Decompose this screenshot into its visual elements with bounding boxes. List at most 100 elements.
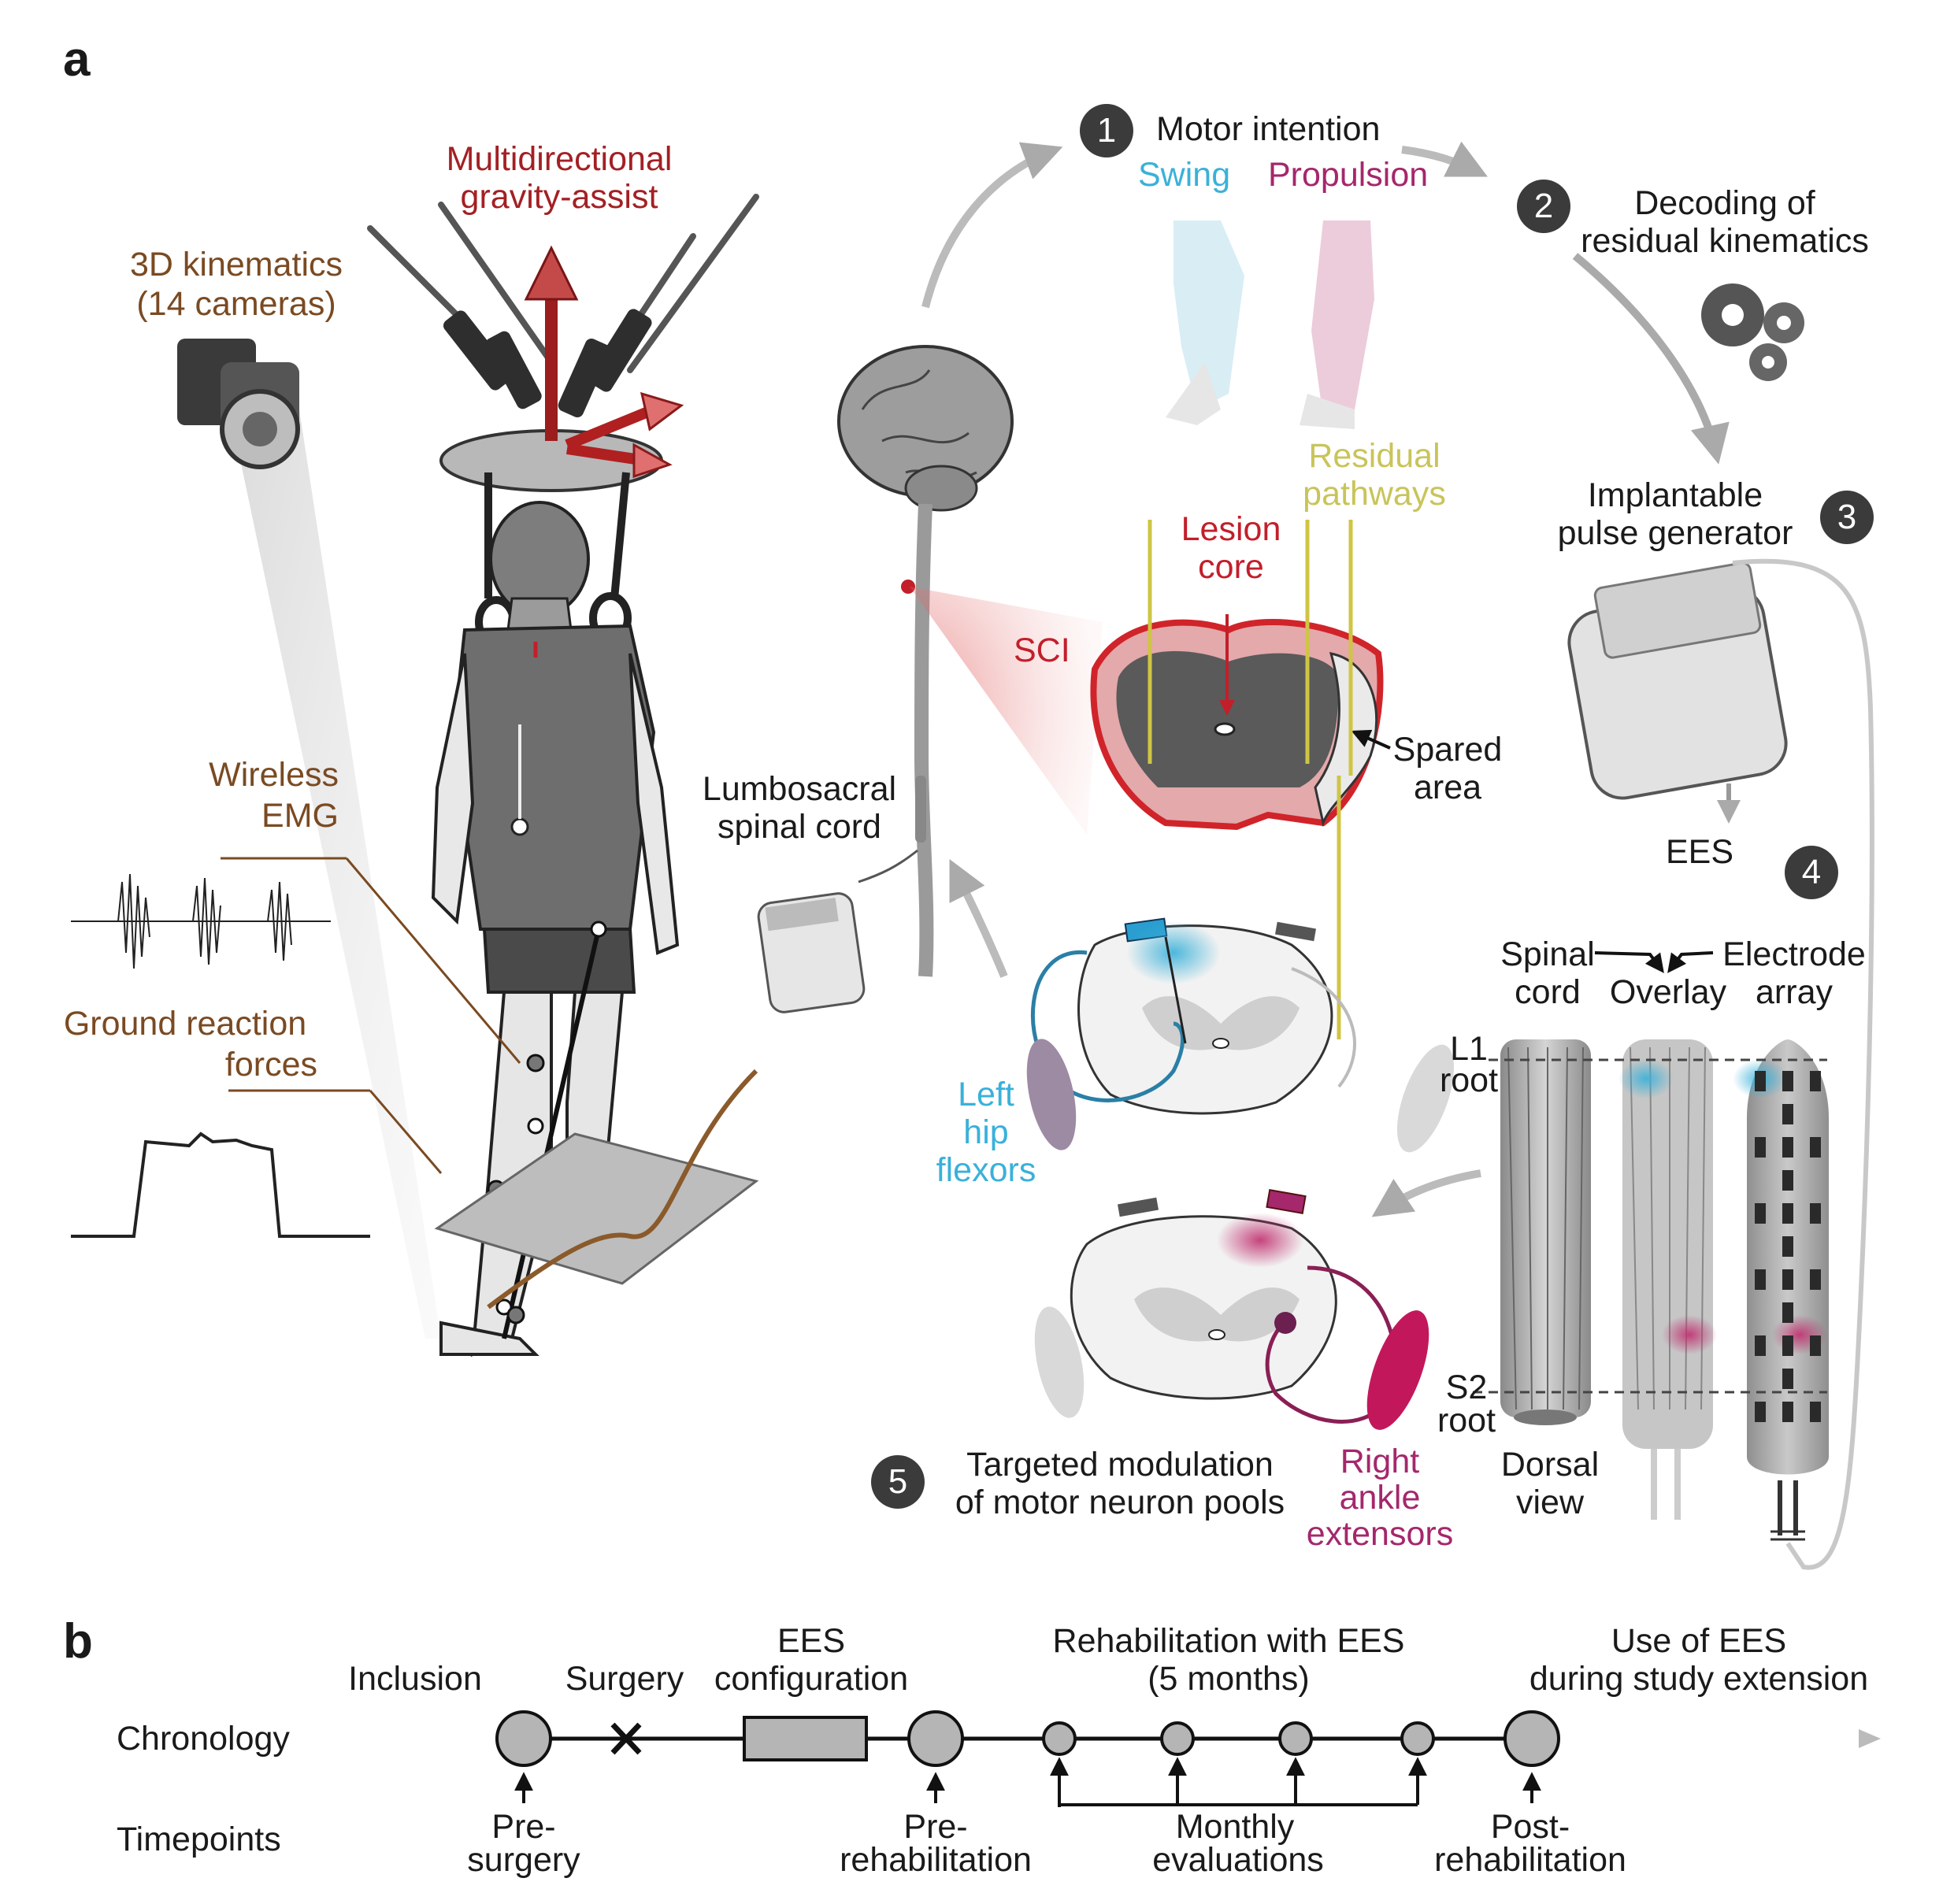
extension-label-1: Use of EES: [1611, 1622, 1787, 1660]
gravity-assist-arrows: [524, 245, 684, 479]
cable-winches: [443, 309, 652, 418]
electrode-contact: [1810, 1402, 1821, 1422]
dorsal-label-2: view: [1515, 1484, 1585, 1521]
overlay-arrow-left: [1594, 951, 1664, 973]
electrode-contact: [1782, 1104, 1793, 1124]
residual-pathways-lines: [1148, 520, 1353, 1039]
l1-label-2: root: [1439, 1061, 1499, 1099]
spinal-cord-dorsal-view: [1500, 1039, 1591, 1425]
cycle-arrow-2-3: [1572, 253, 1730, 465]
electrode-contact: [1755, 1137, 1766, 1158]
electrode-contact: [1782, 1236, 1793, 1257]
sci-zoom-cone: [910, 587, 1103, 835]
step-2-badge: 2: [1517, 180, 1570, 233]
spared-area-arrow: [1351, 729, 1391, 750]
rehab-label-1: Rehabilitation with EES: [1052, 1622, 1405, 1660]
step-5-badge: 5: [871, 1455, 925, 1509]
lumbosacral-label-2: spinal cord: [717, 808, 881, 846]
grf-label-1: Ground reaction: [63, 1005, 307, 1043]
electrode-contact: [1782, 1269, 1793, 1290]
ipg-label-1: Implantable: [1587, 476, 1763, 514]
s2-label-2: root: [1437, 1402, 1496, 1439]
foot-trajectory: [487, 1069, 758, 1309]
chronology-row-label: Chronology: [117, 1720, 290, 1758]
lumbar-cross-section: [1026, 917, 1455, 1153]
injury-site: [901, 580, 915, 594]
participant-figure: [431, 501, 680, 1358]
electrode-contact: [1810, 1137, 1821, 1158]
electrode-contact: [1782, 1071, 1793, 1091]
spinal-cord-label-1: Spinal: [1500, 935, 1595, 973]
gravity-assist-label-2: gravity-assist: [460, 178, 658, 216]
spinal-cord-illustration: [914, 503, 934, 977]
monthly-evaluations-markers: [1042, 1721, 1435, 1805]
pulse-generator-icon: [1567, 561, 1788, 800]
surgery-mark: [610, 1722, 642, 1755]
electrode-label-1: Electrode: [1722, 935, 1866, 973]
sci-label: SCI: [1014, 632, 1070, 669]
emg-leader-2: [345, 858, 521, 1064]
left-hip-label-1: Left: [958, 1076, 1014, 1113]
propulsion-label: Propulsion: [1268, 156, 1429, 194]
grf-label-2: forces: [224, 1046, 317, 1084]
lumbosacral-label-1: Lumbosacral: [702, 770, 897, 808]
step-4-badge: 4: [1785, 846, 1838, 899]
cycle-arrow-array: [1371, 1169, 1481, 1217]
cycle-arrow-top: [921, 142, 1063, 309]
electrode-contact: [1810, 1203, 1821, 1224]
electrode-contact: [1782, 1335, 1793, 1356]
electrode-contact: [1810, 1335, 1821, 1356]
ees-configuration-box: [743, 1716, 868, 1761]
electrode-contact: [1755, 1269, 1766, 1290]
timeline-arrowhead: [1859, 1729, 1881, 1748]
monthly-bracket: [1058, 1803, 1418, 1807]
sacral-cross-section: [1034, 1189, 1429, 1430]
emg-trace: [71, 873, 331, 969]
electrode-contact: [1755, 1071, 1766, 1091]
electrode-contact: [1755, 1335, 1766, 1356]
right-ankle-label-1: Right: [1340, 1443, 1420, 1480]
camera-field-of-view: [236, 409, 441, 1339]
pre-surgery-label-2: surgery: [467, 1841, 580, 1879]
timepoint-post-rehabilitation: [1504, 1710, 1560, 1767]
monthly-evaluation-marker: [1160, 1721, 1195, 1756]
leg-swing-illustration: [1166, 220, 1244, 425]
emg-label-1: Wireless: [209, 756, 339, 794]
spinal-cord-label-2: cord: [1515, 973, 1581, 1011]
spared-label-2: area: [1413, 769, 1482, 806]
step-1-badge: 1: [1080, 104, 1133, 157]
residual-label-2: pathways: [1303, 475, 1446, 513]
pre-rehab-label-2: rehabilitation: [840, 1841, 1032, 1879]
electrode-contact: [1810, 1269, 1821, 1290]
monthly-evaluation-marker: [1400, 1721, 1435, 1756]
decoding-label-2: residual kinematics: [1581, 222, 1869, 260]
lesion-label-2: core: [1198, 548, 1264, 586]
electrode-contact: [1782, 1137, 1793, 1158]
inclusion-label: Inclusion: [348, 1660, 482, 1698]
overlay-view: [1618, 1039, 1717, 1520]
pre-rehab-label-1: Pre-: [903, 1808, 968, 1846]
gravity-assist-label-1: Multidirectional: [446, 140, 673, 178]
right-ankle-label-3: extensors: [1306, 1515, 1454, 1553]
ees-label: EES: [1665, 833, 1734, 871]
lead-wire: [858, 849, 918, 883]
step-3-badge: 3: [1820, 491, 1874, 544]
leg-propulsion-illustration: [1300, 220, 1374, 429]
kinematics-label-2: (14 cameras): [136, 285, 336, 323]
camera-icon: [177, 339, 300, 469]
spared-label-1: Spared: [1392, 731, 1503, 769]
electrode-contact: [1755, 1402, 1766, 1422]
implant-mini-icon: [757, 892, 866, 1013]
targeted-label-1: Targeted modulation: [966, 1446, 1274, 1484]
electrode-contact: [1782, 1170, 1793, 1191]
electrode-label-2: array: [1756, 973, 1833, 1011]
panel-label-b: b: [63, 1614, 93, 1669]
overlay-arrow-right: [1667, 951, 1714, 973]
rehab-label-2: (5 months): [1148, 1660, 1310, 1698]
monthly-label-2: evaluations: [1152, 1841, 1324, 1879]
electrode-contact: [1782, 1203, 1793, 1224]
swing-label: Swing: [1138, 156, 1231, 194]
post-rehab-label-1: Post-: [1490, 1808, 1570, 1846]
